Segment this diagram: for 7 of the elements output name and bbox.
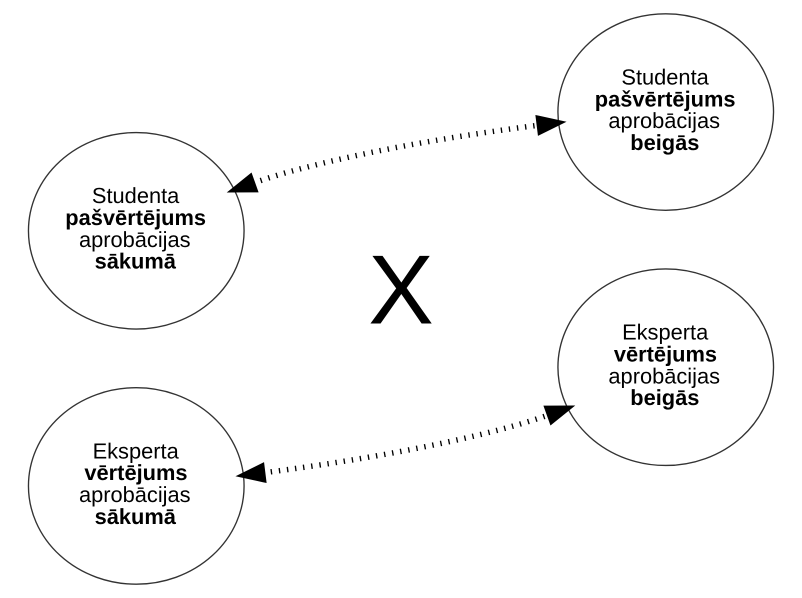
node-circle: Eksperta vērtējums aprobācijas sākumā <box>28 387 245 585</box>
label: X <box>368 234 434 345</box>
arrow <box>235 405 576 484</box>
node-circle: Studenta pašvērtējums aprobācijas sākumā <box>28 132 245 330</box>
arrow <box>226 114 567 193</box>
node-circle: Eksperta vērtējums aprobācijas beigās <box>557 268 774 466</box>
node-circle: Studenta pašvērtējums aprobācijas beigās <box>557 13 774 211</box>
